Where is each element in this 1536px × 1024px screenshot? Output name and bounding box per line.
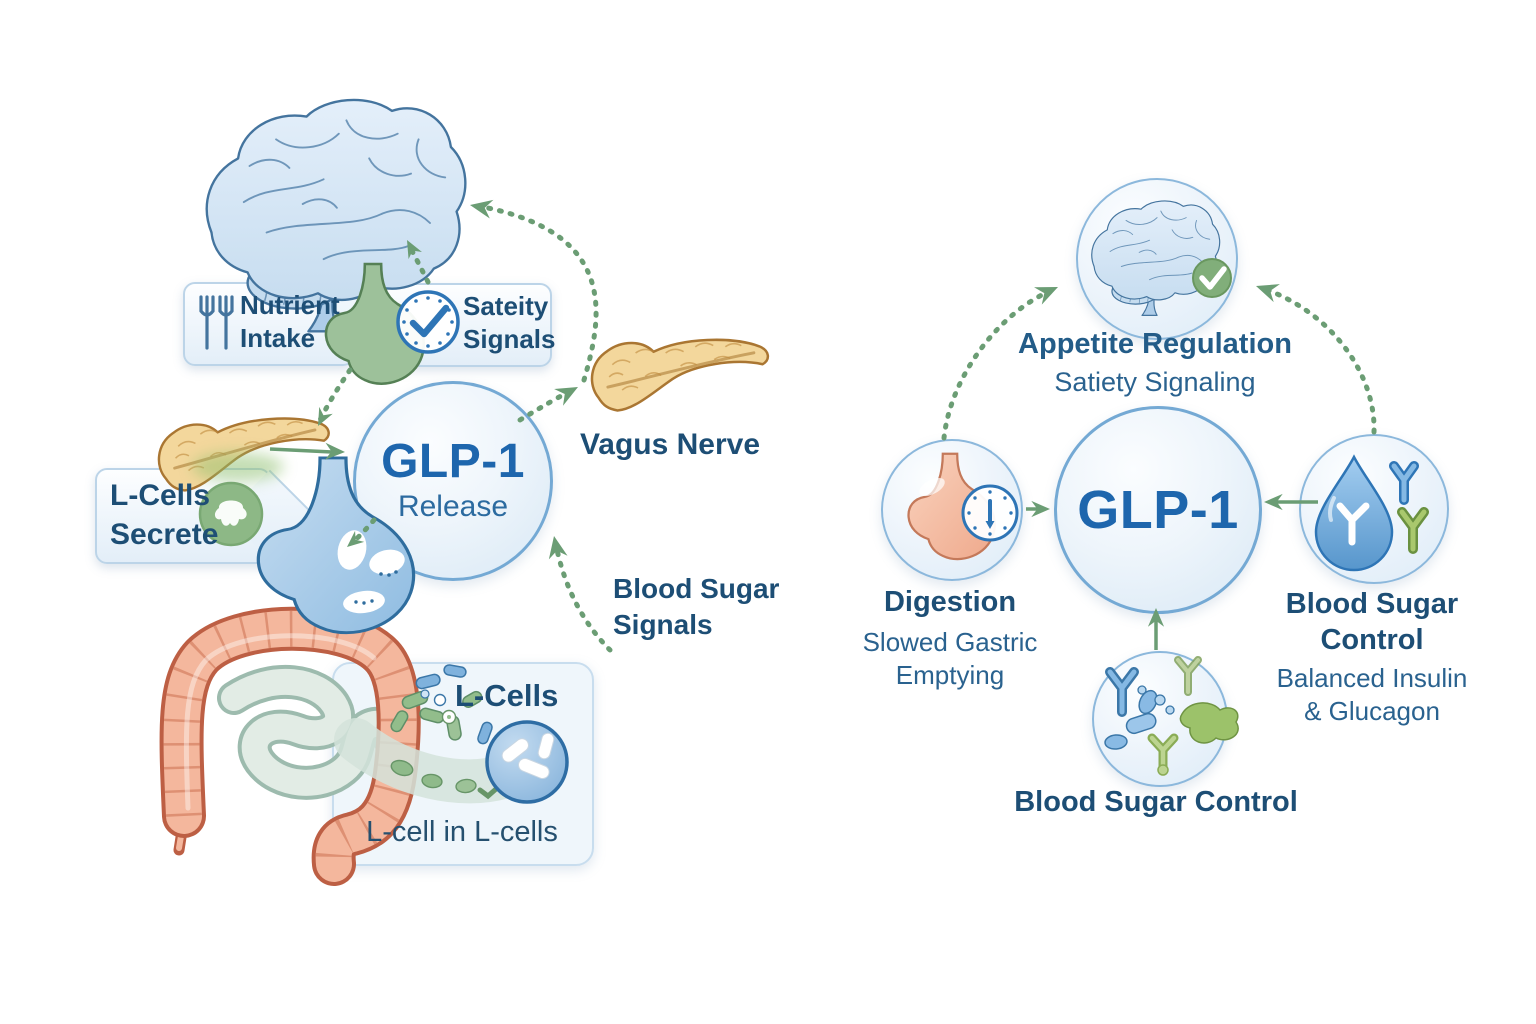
digestion-subtitle: Slowed Gastric Emptying <box>862 627 1038 690</box>
stomach-clock-icon <box>907 452 1019 561</box>
clock-check-icon <box>396 290 460 354</box>
arrow-digestion-to-glp1 <box>1026 500 1050 518</box>
arrow-glp1-to-vagus <box>517 378 583 423</box>
antibody-icon <box>1389 461 1429 554</box>
arrow-bloodsugar-to-brain <box>1252 277 1377 435</box>
stomach-icon <box>256 456 416 635</box>
l-cells-title: L-Cells <box>455 678 559 713</box>
blood-sugar-control-title: Blood Sugar Control <box>1285 588 1459 656</box>
fork-icon <box>199 295 234 350</box>
glp1-release-title: GLP-1 <box>381 435 525 488</box>
blood-sugar-signals-label: Blood Sugar Signals <box>613 573 780 640</box>
brain-icon <box>1091 200 1221 316</box>
glp1-hub-title: GLP-1 <box>1077 480 1239 540</box>
blood-sugar-control-subtitle: Balanced Insulin & Glucagon <box>1276 663 1468 726</box>
vagus-nerve-label: Vagus Nerve <box>579 428 761 461</box>
nutrient-intake-label: Nutrient Intake <box>240 290 340 353</box>
cell-cluster-icon <box>1104 656 1239 776</box>
arrow-stomach-to-pancreas <box>311 367 353 430</box>
pancreas-icon <box>588 331 773 414</box>
arrow-digestion-to-brain <box>941 278 1062 441</box>
pancreas-icon <box>154 409 335 495</box>
l-cell-badge-icon <box>198 481 264 547</box>
satiety-signaling-label: Satiety Signaling <box>1054 367 1256 397</box>
arrow-bloodsugar-to-glp1 <box>544 534 613 653</box>
l-cells-secrete-label: L-Cells Secrete <box>110 479 219 551</box>
arrow-stomach-to-brain <box>400 236 431 285</box>
arrow-cells-to-glp1 <box>1147 608 1165 650</box>
arrow-glp1-to-stomach <box>342 517 377 553</box>
glp1-hub-circle: GLP-1 <box>1054 406 1262 614</box>
arrow-pancreas-to-glp1 <box>269 442 346 461</box>
blood-sugar-control-bottom-label: Blood Sugar Control <box>1014 786 1298 818</box>
l-cells-caption: L-cell in L-cells <box>366 816 558 848</box>
glp1-release-subtitle: Release <box>397 490 509 523</box>
checkmark-badge-icon <box>1192 258 1232 298</box>
magnifier-cells-icon <box>334 664 569 804</box>
blood-droplet-icon <box>1314 454 1394 572</box>
arrow-droplet-to-glp1 <box>1264 493 1318 511</box>
appetite-regulation-label: Appetite Regulation <box>1018 328 1292 360</box>
satiety-signals-label: Sateity Signals <box>463 291 556 354</box>
arrow-vagus-to-brain <box>468 195 599 383</box>
digestion-title: Digestion <box>883 586 1017 618</box>
